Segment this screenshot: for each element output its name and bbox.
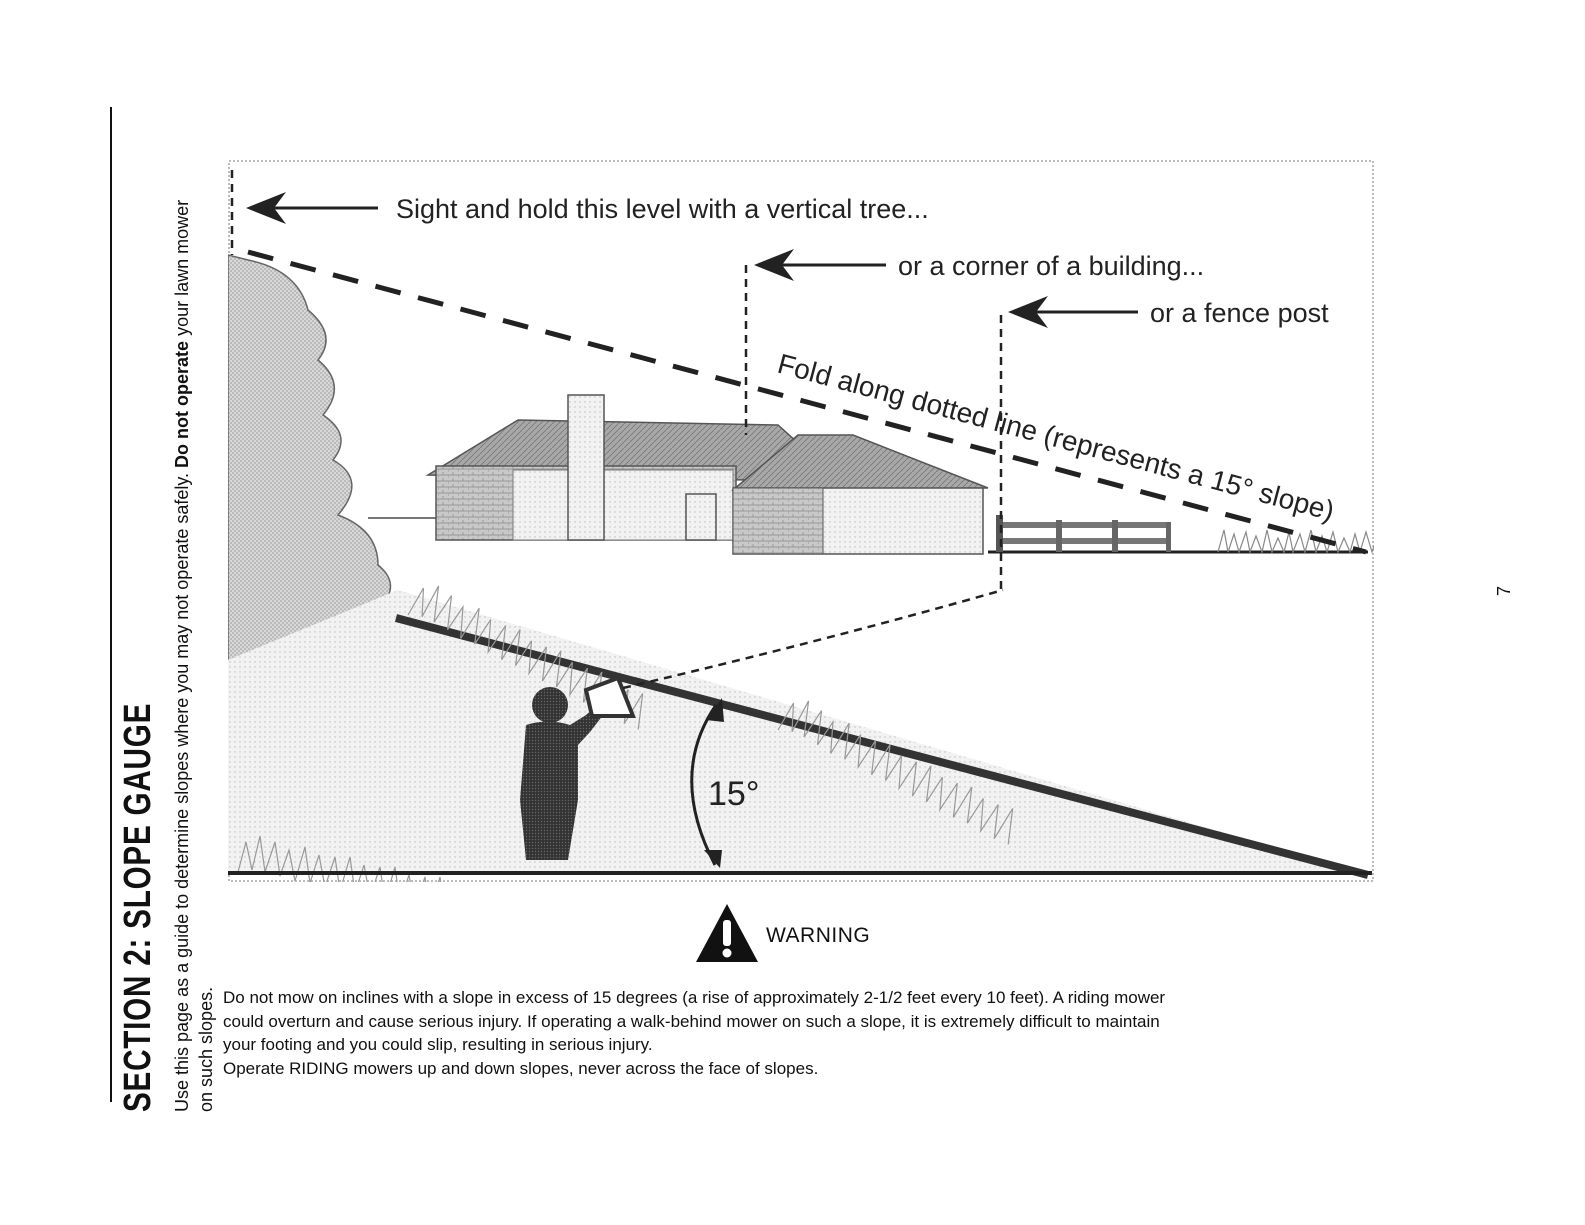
- warning-label: WARNING: [766, 924, 870, 948]
- warning-triangle-icon: [694, 902, 760, 964]
- section-intro: Use this page as a guide to determine sl…: [170, 112, 218, 1112]
- warning-text: Do not mow on inclines with a slope in e…: [223, 986, 1343, 1080]
- section-intro-line2: on such slopes.: [194, 112, 218, 1112]
- intro-text: Use this page as a guide to determine sl…: [172, 468, 192, 1112]
- page-number: 7: [1494, 586, 1515, 596]
- callout-tree: Sight and hold this level with a vertica…: [396, 194, 929, 224]
- warning-line-2: could overturn and cause serious injury.…: [223, 1010, 1343, 1034]
- intro-bold-text: Do not operate: [172, 341, 192, 468]
- intro-text-end: your lawn mower: [172, 200, 192, 341]
- callout-fence: or a fence post: [1150, 298, 1329, 328]
- warning-line-3: your footing and you could slip, resulti…: [223, 1033, 1343, 1057]
- section-title: SECTION 2: SLOPE GAUGE: [117, 332, 160, 1112]
- slope-gauge-illustration: Fold along dotted line (represents a 15°…: [228, 160, 1374, 882]
- angle-label: 15°: [708, 775, 759, 813]
- warning-header: WARNING: [694, 902, 994, 968]
- warning-line-1: Do not mow on inclines with a slope in e…: [223, 986, 1343, 1010]
- warning-line-4: Operate RIDING mowers up and down slopes…: [223, 1057, 1343, 1081]
- section-intro-line1: Use this page as a guide to determine sl…: [170, 112, 194, 1112]
- section-divider-rule: [110, 107, 112, 1102]
- callout-building: or a corner of a building...: [898, 251, 1204, 281]
